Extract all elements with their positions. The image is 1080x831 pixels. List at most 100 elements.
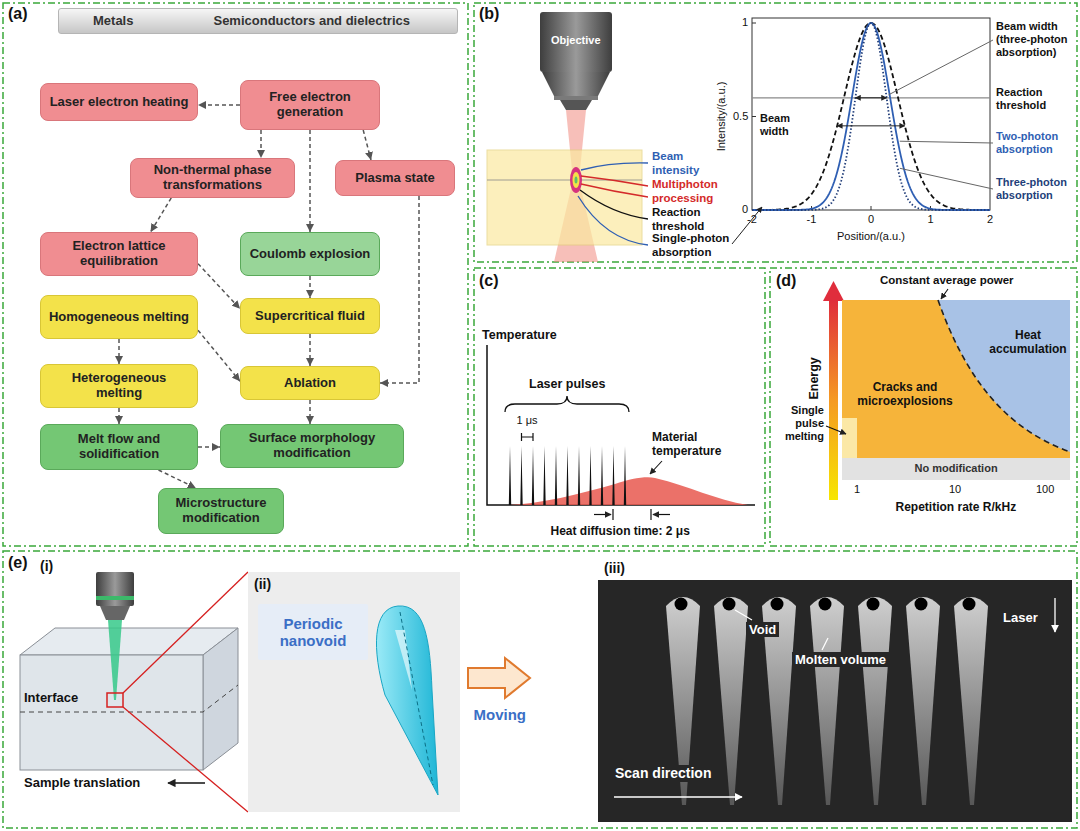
zoom-box <box>107 693 123 707</box>
focal-spot <box>570 167 582 193</box>
flow-arrow <box>118 339 120 364</box>
axis-title: Repetition rate R/kHz <box>896 500 1017 514</box>
line-key: Reaction threshold <box>652 206 714 233</box>
flow-arrow <box>198 330 240 381</box>
micrograph <box>723 598 736 611</box>
tick-label: 1 <box>928 213 934 226</box>
process-box: Heterogeneous melting <box>40 364 198 408</box>
laser-pulse <box>509 446 626 505</box>
diffusion-arrow <box>594 514 611 515</box>
tick-label: -2 <box>747 213 757 226</box>
tick-label: -1 <box>807 213 817 226</box>
interface-line <box>20 685 238 712</box>
leader-line <box>822 638 828 650</box>
annotation: Constant average power <box>880 274 1014 288</box>
focal-spot <box>575 177 578 184</box>
diffusion-arrow <box>653 514 670 515</box>
box-text: Supercritical fluid <box>255 309 365 324</box>
plot-frame <box>752 18 990 210</box>
leader-line <box>614 796 742 797</box>
moving-arrow <box>468 658 530 698</box>
panel-frame <box>770 268 1077 546</box>
panel-label: (b) <box>479 5 499 24</box>
zoom-panel <box>248 572 460 812</box>
diffusion-arrow <box>613 509 651 520</box>
flow-arrow <box>198 446 220 448</box>
leader-line <box>889 40 993 95</box>
glass-block <box>20 628 238 655</box>
process-box: Free electron generation <box>240 80 380 130</box>
micrograph <box>915 598 928 611</box>
box-text: Non-thermal phase transformations <box>137 163 288 193</box>
objective-lens <box>560 100 592 110</box>
nanovoid-shape <box>395 630 412 690</box>
micrograph <box>810 597 844 805</box>
objective-lens <box>96 572 134 606</box>
intensity-curve <box>752 23 990 210</box>
laser-beam <box>108 620 122 700</box>
objective-lens <box>542 72 610 96</box>
translation-arrow <box>168 782 205 783</box>
moving-arrow <box>468 658 530 698</box>
flow-arrow <box>309 276 311 298</box>
energy-axis <box>829 300 838 500</box>
process-box: Microstructure modification <box>158 488 284 534</box>
panel-frame <box>3 551 1077 828</box>
flow-arrow <box>380 196 419 383</box>
regime-map <box>842 300 1070 480</box>
flow-arrow <box>309 130 311 232</box>
leader-line <box>735 610 752 620</box>
diffusion-arrow <box>594 509 670 520</box>
fan-line <box>578 196 648 245</box>
flow-arrow <box>260 130 262 158</box>
glass-block <box>203 628 238 770</box>
laser-beam <box>108 620 122 700</box>
process-box: Coulomb explosion <box>240 232 380 276</box>
energy-axis <box>823 281 844 301</box>
panel-label: (c) <box>479 272 499 291</box>
regime-map <box>842 300 1070 460</box>
flow-arrow <box>198 104 240 106</box>
objective-lens <box>96 596 134 600</box>
dimension: Heat diffusion time: 2 μs <box>551 524 690 538</box>
box-text: Microstructure modification <box>165 496 277 526</box>
lens-label: Objective <box>551 34 601 47</box>
objective-lens <box>100 606 130 620</box>
focal-spot <box>570 167 582 193</box>
micrograph <box>954 597 988 805</box>
micrograph <box>598 580 1072 822</box>
threshold-line <box>752 97 990 98</box>
axis-title: Position/(a.u.) <box>837 230 905 243</box>
width-arrow <box>837 125 905 126</box>
focal-spot <box>573 172 580 188</box>
panel-label: (a) <box>8 5 28 24</box>
box-text: Homogeneous melting <box>49 310 189 325</box>
process-box: Homogeneous melting <box>40 295 198 339</box>
intensity-curve <box>752 23 990 210</box>
box-text: Melt flow and solidification <box>47 432 191 462</box>
part-label: Sample translation <box>24 775 140 790</box>
panel-frame <box>3 3 1077 828</box>
fan-line <box>580 190 648 219</box>
zoom-box <box>123 572 248 693</box>
subpanel-label: (i) <box>40 558 53 575</box>
annotation: Beam width (three-photon absorption) <box>996 20 1075 59</box>
panel-label: (d) <box>776 272 796 291</box>
translation-arrow <box>168 783 205 784</box>
header-bar: MetalsSemiconductors and dielectrics <box>58 8 458 34</box>
part-label: Void <box>746 622 779 637</box>
leader-line <box>900 141 993 143</box>
tick-label: 0.5 <box>733 110 748 123</box>
interval-marker <box>522 433 534 441</box>
flow-arrow <box>309 400 311 424</box>
tick-label: 1 <box>854 483 860 496</box>
leader-line <box>826 289 948 434</box>
micrograph <box>675 598 976 611</box>
fan-line <box>581 184 648 197</box>
arrow-label: Moving <box>474 706 527 724</box>
box-text: Free electron generation <box>247 90 373 120</box>
tick-label: 0 <box>868 213 874 226</box>
